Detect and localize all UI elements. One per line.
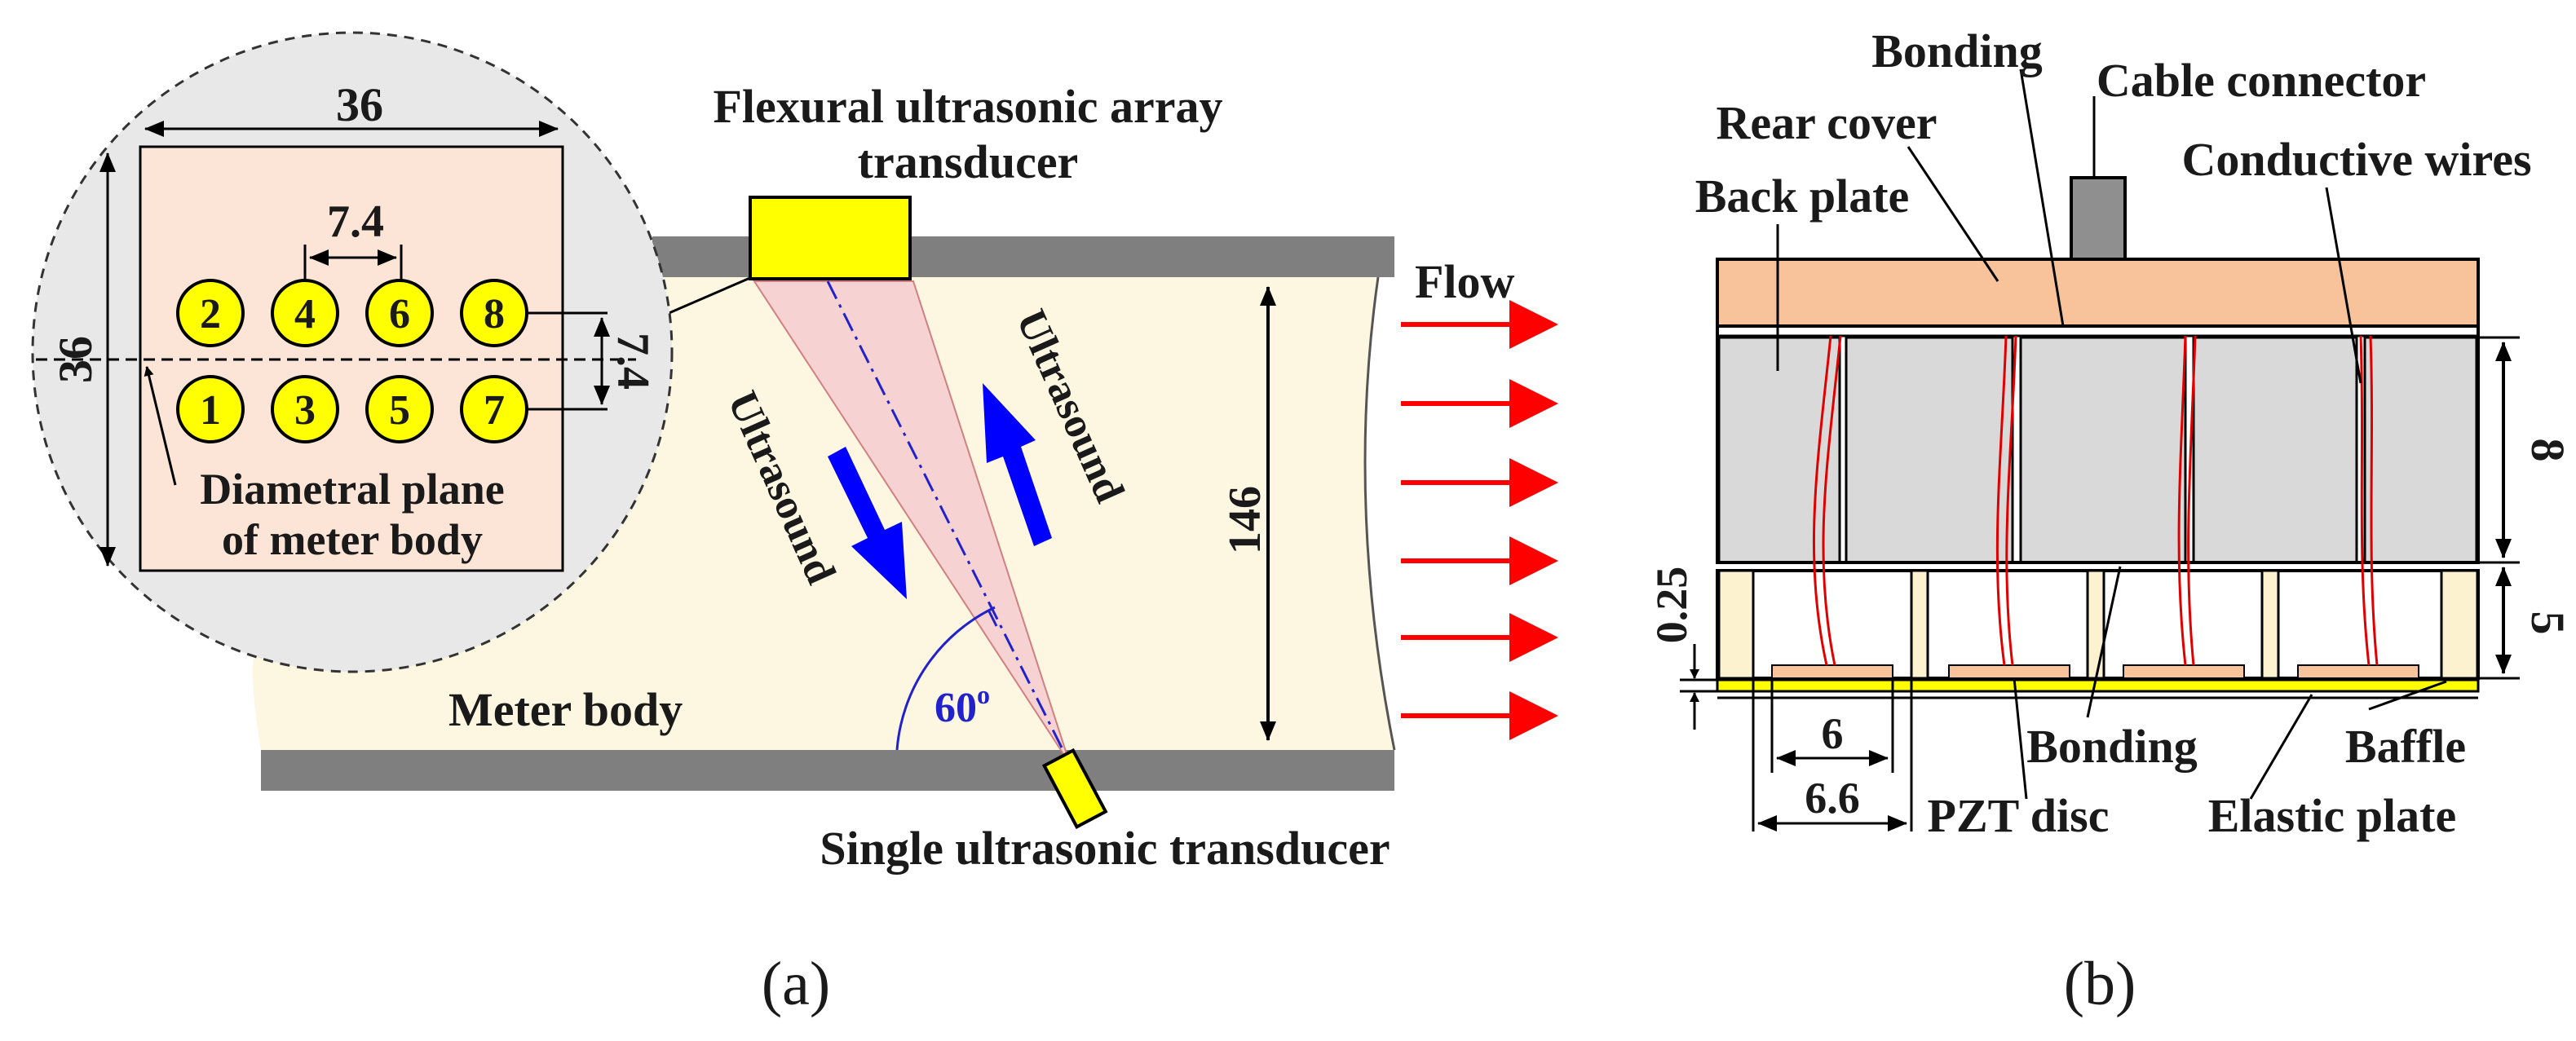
rear-cover — [1716, 258, 2480, 328]
baffle — [2440, 569, 2479, 680]
element-number: 1 — [200, 387, 221, 434]
element-number: 7 — [484, 387, 505, 434]
cell-width-dim: 6.6 — [1805, 774, 1860, 823]
pzt-disc — [2297, 664, 2419, 679]
array-layout-inset: 36 36 7.4 7.4 2 4 6 8 — [31, 31, 674, 673]
meter-body-label: Meter body — [448, 683, 683, 736]
label-elastic-plate: Elastic plate — [2208, 789, 2456, 842]
element-number: 4 — [294, 291, 316, 337]
pipe-wall-bottom — [261, 750, 1394, 791]
caption-b: (b) — [2064, 950, 2136, 1018]
back-plate-block — [2192, 336, 2358, 564]
pzt-disc — [1948, 664, 2070, 679]
array-element — [460, 279, 528, 347]
label-bonding-top: Bonding — [1871, 24, 2043, 77]
angle-tick — [987, 609, 998, 627]
element-number: 6 — [389, 291, 410, 337]
array-element — [176, 279, 245, 347]
array-label-line1: Flexural ultrasonic array — [713, 80, 1222, 133]
back-plate-height-dim: 8 — [2521, 439, 2574, 462]
spacing-v-dim: 7.4 — [608, 333, 658, 390]
ultrasound-beam — [753, 280, 1071, 765]
angle-arc — [895, 606, 996, 751]
elastic-thickness-dim: 0.25 — [1647, 567, 1696, 644]
caption-a: (a) — [762, 950, 830, 1018]
angle-label: 60o — [935, 680, 990, 731]
array-transducer — [749, 196, 912, 280]
label-baffle: Baffle — [2345, 720, 2466, 773]
back-plate-block — [1845, 336, 2014, 564]
baffle — [1717, 569, 1755, 680]
array-element — [365, 279, 434, 347]
diameter-dim: 146 — [1220, 486, 1270, 554]
pzt-diameter-dim: 6 — [1822, 709, 1844, 758]
baffle-height-dim: 5 — [2521, 611, 2574, 635]
spacing-h-dim: 7.4 — [327, 196, 384, 247]
baffle — [2260, 569, 2280, 680]
array-element — [365, 375, 434, 443]
back-plate-block — [2363, 336, 2478, 564]
plane-label-line1: Diametral plane — [200, 465, 504, 514]
single-transducer-label: Single ultrasonic transducer — [820, 822, 1390, 875]
width-dim: 36 — [336, 78, 383, 131]
label-rear-cover: Rear cover — [1716, 96, 1937, 149]
baffle — [1910, 569, 1929, 680]
single-transducer — [1041, 748, 1108, 830]
label-bonding-mid: Bonding — [2026, 720, 2198, 773]
element-number: 3 — [294, 387, 316, 434]
label-back-plate: Back plate — [1695, 170, 1910, 223]
pzt-disc — [1771, 664, 1893, 679]
array-element — [460, 375, 528, 443]
cable-connector — [2070, 176, 2127, 261]
element-number: 8 — [484, 291, 505, 337]
plane-label-line2: of meter body — [222, 515, 483, 564]
back-plate-block — [2019, 336, 2187, 564]
array-label-line2: transducer — [858, 135, 1079, 188]
back-plate-block — [1717, 336, 1841, 564]
plane-leader — [144, 366, 177, 486]
array-element — [271, 375, 339, 443]
elastic-plate — [1716, 678, 2480, 693]
label-conductive-wires: Conductive wires — [2181, 133, 2531, 186]
panel-b: 8 5 0.25 6 6.6 Bonding Cable — [1647, 24, 2574, 1018]
height-dim: 36 — [49, 336, 102, 383]
conductive-wires — [1812, 335, 2379, 666]
label-cable-connector: Cable connector — [2097, 54, 2426, 107]
baffle — [2086, 569, 2105, 680]
pipe-cut-line — [1363, 276, 1396, 751]
pzt-disc — [2123, 664, 2245, 679]
element-number: 2 — [200, 291, 221, 337]
panel-a: 60o Ultrasound Ultrasound 146 Flow Flexu… — [31, 31, 1558, 1018]
label-pzt-disc: PZT disc — [1928, 789, 2110, 842]
ultrasound-arrow-down — [828, 447, 907, 599]
flow-arrows — [1401, 300, 1558, 740]
leader-lines — [1776, 68, 2447, 800]
ultrasound-arrow-up — [983, 383, 1052, 546]
array-element — [176, 375, 245, 443]
array-element — [271, 279, 339, 347]
flow-label: Flow — [1415, 255, 1515, 308]
element-number: 5 — [389, 387, 410, 434]
beam-axis — [826, 280, 1071, 765]
